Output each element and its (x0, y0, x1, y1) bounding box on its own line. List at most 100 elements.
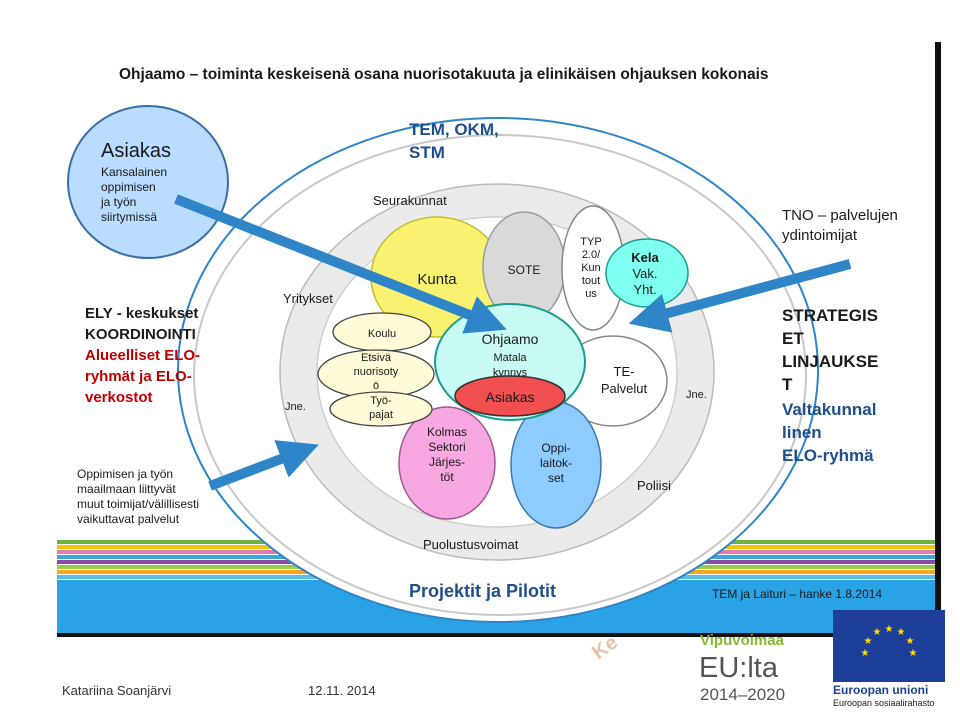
oppimisen-line: vaikuttavat palvelut (77, 512, 180, 526)
asiakas-bubble-line: Kansalainen (101, 165, 167, 179)
asiakas-bubble-line: oppimisen (101, 180, 156, 194)
kela-line: Kela (631, 250, 659, 265)
slide-title: Ohjaamo – toiminta keskeisenä osana nuor… (119, 66, 769, 83)
logo-union-text: Euroopan unioni (833, 683, 928, 697)
svg-text:★: ★ (864, 636, 873, 647)
oppilaitokset-line: laitok- (540, 456, 572, 470)
frame-shadow-bottom (57, 633, 941, 637)
arrow-tno-to-kela (628, 259, 852, 333)
strategiset-text: STRATEGIS ET LINJAUKSE T Valtakunnal lin… (782, 306, 878, 465)
logo-eu-text: EU:lta (699, 652, 779, 684)
kunta-label: Kunta (417, 271, 457, 288)
oppilaitokset-line: Oppi- (541, 441, 570, 455)
puolustusvoimat-label: Puolustusvoimat (423, 537, 519, 552)
poliisi-label: Poliisi (637, 478, 671, 493)
ely-text: ELY - keskukset KOORDINOINTI Alueelliset… (85, 305, 200, 406)
logo-vipu-text: Vipuvoimaa (700, 632, 785, 649)
ely-line: ryhmät ja ELO- (85, 368, 192, 385)
oppilaitokset-line: set (548, 471, 565, 485)
oppimisen-line: Oppimisen ja työn (77, 467, 173, 481)
ministries-line: TEM, OKM, (409, 120, 499, 139)
kela-line: Vak. (632, 266, 657, 281)
ministries-line: STM (409, 143, 445, 162)
eu-flag-icon (833, 610, 945, 682)
tyopajat-line: Työ- (370, 395, 392, 407)
tno-line: TNO – palvelujen (782, 207, 898, 224)
kolmas-bubble (398, 406, 496, 520)
strategiset-line: LINJAUKSE (782, 352, 878, 371)
oppilaitokset-text: Oppi- laitok- set (540, 441, 572, 485)
asiakas-bubble-title: Asiakas (101, 140, 171, 162)
asiakas-center-label: Asiakas (485, 389, 534, 405)
strategiset-line: Valtakunnal (782, 400, 876, 419)
strategiset-line: T (782, 375, 793, 394)
svg-text:★: ★ (906, 636, 915, 647)
etsiva-line: ö (373, 380, 379, 392)
strategiset-line: ELO-ryhmä (782, 446, 874, 465)
kolmas-text: Kolmas Sektori Järjes- töt (427, 425, 467, 484)
koulu-label: Koulu (368, 328, 396, 340)
svg-text:★: ★ (909, 648, 918, 659)
typ-text: TYP 2.0/ Kun tout us (580, 236, 601, 300)
tyopajat-line: pajat (369, 409, 393, 421)
strategiset-line: linen (782, 423, 822, 442)
etsiva-line: nuorisoty (354, 366, 399, 378)
svg-text:★: ★ (897, 627, 906, 638)
ely-line: KOORDINOINTI (85, 326, 196, 343)
asiakas-bubble-text: Kansalainen oppimisen ja työn siirtymiss… (100, 165, 167, 224)
asiakas-center-bubble (454, 375, 566, 417)
frame-shadow-right (935, 42, 941, 636)
oppimisen-line: maailmaan liittyvät (77, 482, 176, 496)
svg-text:★: ★ (885, 624, 894, 635)
typ-line: Kun (581, 262, 601, 274)
logo-fund-text: Euroopan sosiaalirahasto (833, 698, 935, 708)
ely-line: verkostot (85, 389, 153, 406)
typ-line: 2.0/ (582, 249, 601, 261)
typ-line: TYP (580, 236, 601, 248)
te-line: Palvelut (601, 381, 648, 396)
oppimisen-line: muut toimijat/välillisesti (77, 497, 199, 511)
te-line: TE- (614, 364, 635, 379)
jne-right-label: Jne. (686, 389, 707, 401)
ohjaamo-title: Ohjaamo (482, 331, 539, 347)
logo-years-text: 2014–2020 (700, 685, 785, 704)
jne-left-label: Jne. (285, 401, 306, 413)
projektit-label: Projektit ja Pilotit (409, 581, 556, 601)
svg-text:★: ★ (873, 627, 882, 638)
arrow-oppimisen-to-circle (208, 440, 319, 491)
arrow-asiakas-to-ohjaamo (174, 194, 507, 334)
kela-text: Kela Vak. Yht. (631, 250, 659, 297)
kolmas-line: Järjes- (429, 455, 465, 469)
ely-line: ELY - keskukset (85, 305, 198, 322)
strategiset-line: STRATEGIS (782, 306, 878, 325)
oppimisen-text: Oppimisen ja työn maailmaan liittyvät mu… (77, 467, 199, 526)
ring-labels: Seurakunnat Yritykset Jne. Jne. Poliisi … (283, 193, 707, 552)
svg-text:★: ★ (861, 648, 870, 659)
tno-line: ydintoimijat (782, 227, 858, 244)
vipuvoimaa-logo: Vipuvoimaa EU:lta 2014–2020 (699, 632, 785, 704)
kolmas-line: Sektori (428, 440, 465, 454)
ohjaamo-line: Matala (493, 352, 527, 364)
kela-line: Yht. (633, 282, 656, 297)
typ-line: us (585, 288, 597, 300)
strategiset-line: ET (782, 329, 804, 348)
typ-line: tout (582, 275, 600, 287)
yritykset-label: Yritykset (283, 291, 333, 306)
asiakas-bubble (67, 105, 229, 259)
kolmas-line: Kolmas (427, 425, 467, 439)
tyopajat-bubble (329, 391, 433, 427)
seurakunnat-label: Seurakunnat (373, 193, 447, 208)
tem-laituri-label: TEM ja Laituri – hanke 1.8.2014 (712, 587, 882, 601)
footer-date: 12.11. 2014 (308, 683, 376, 698)
eu-stars-icon: ★ ★ ★ ★ ★ ★ ★ (861, 624, 918, 659)
etsiva-line: Etsivä (361, 352, 392, 364)
asiakas-bubble-line: ja työn (100, 195, 136, 209)
arrows (174, 194, 852, 491)
sote-label: SOTE (508, 263, 541, 277)
kolmas-line: töt (440, 470, 454, 484)
footer-author: Katariina Soanjärvi (62, 683, 172, 698)
eu-flag-logo: ★ ★ ★ ★ ★ ★ ★ Euroopan unioni Euroopan s… (833, 610, 945, 708)
asiakas-bubble-line: siirtymissä (101, 210, 157, 224)
